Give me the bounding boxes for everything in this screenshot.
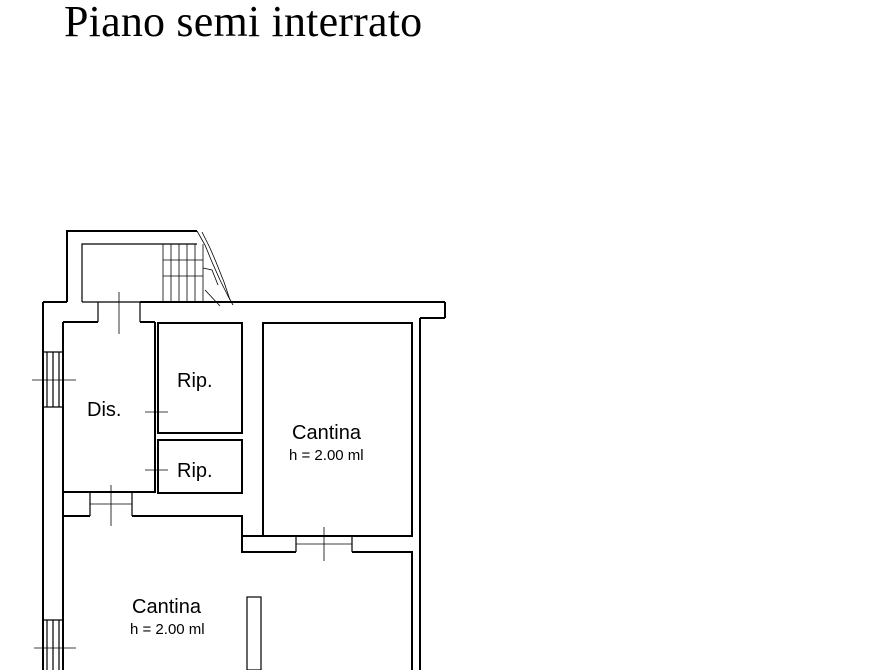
room-cantina-right bbox=[262, 322, 413, 537]
room-height-cantina-bottom: h = 2.00 ml bbox=[130, 621, 205, 638]
room-label-dis: Dis. bbox=[87, 399, 121, 421]
page-title: Piano semi interrato bbox=[64, 0, 423, 46]
room-label-rip-1: Rip. bbox=[177, 370, 213, 392]
stair-block bbox=[66, 230, 234, 307]
room-label-cantina-right: Cantina bbox=[292, 422, 362, 444]
room-label-rip-2: Rip. bbox=[177, 460, 213, 482]
upper-doorway bbox=[97, 292, 141, 334]
outer-walls bbox=[42, 301, 446, 670]
lower-doorway bbox=[89, 485, 133, 526]
room-label-cantina-bottom: Cantina bbox=[132, 596, 202, 618]
cantina-doorway bbox=[295, 527, 353, 561]
room-rip-2 bbox=[157, 439, 243, 494]
window-left-lower bbox=[34, 619, 76, 670]
room-rip-1 bbox=[157, 322, 243, 434]
window-left-upper bbox=[32, 351, 76, 408]
room-cantina-bottom bbox=[62, 515, 413, 670]
room-height-cantina-right: h = 2.00 ml bbox=[289, 447, 364, 464]
